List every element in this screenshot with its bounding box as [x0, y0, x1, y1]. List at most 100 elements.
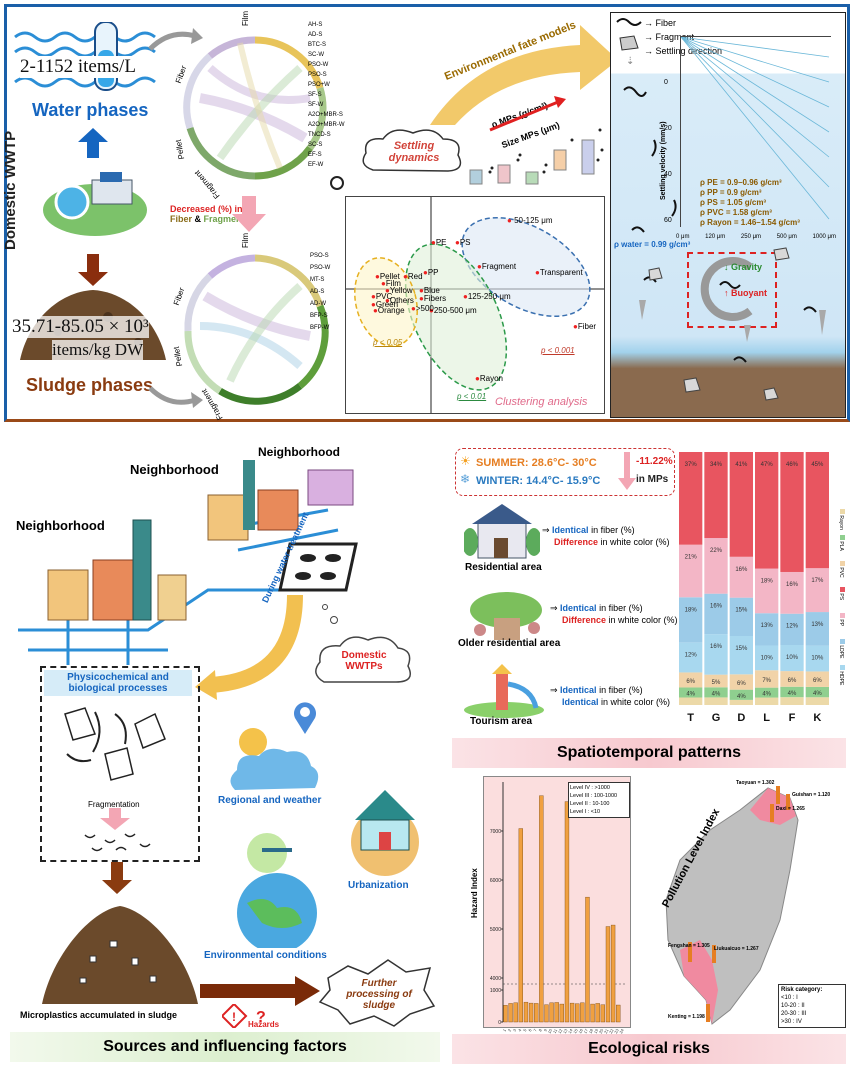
- stack-segment: [704, 538, 728, 594]
- hazard-bar: [605, 926, 611, 1023]
- wwtp-plant-icon: [43, 172, 147, 236]
- site-label: PSO-W: [308, 62, 329, 68]
- site-label: AH-S: [308, 22, 323, 28]
- cluster-label: Transparent: [539, 268, 583, 277]
- gravity-text: Gravity: [731, 262, 763, 272]
- stack-category-label: T: [687, 712, 694, 724]
- cluster-point: ●Fiber: [573, 322, 597, 331]
- stack-data-label: 4%: [686, 691, 695, 697]
- winter-text: WINTER: 14.4°C- 15.9°C: [476, 475, 601, 487]
- city-label: Taoyuan = 1.302: [736, 780, 775, 786]
- hazard-bar: [549, 1002, 554, 1023]
- cluster-labels: ● 50-125 μm ●PE ●PS ●PP ●Fragment ●Trans…: [345, 196, 603, 412]
- hazard-bar: [610, 924, 616, 1023]
- stack-segment: [780, 645, 804, 672]
- stack-segment: [729, 674, 753, 690]
- stack-legend: Rayon PLA PVC PS PP LDPE HDPE: [832, 505, 850, 687]
- hazard-category-label: 16: [577, 1027, 584, 1034]
- stack-segment: [755, 645, 779, 671]
- legend-fiber: Fiber: [655, 18, 677, 28]
- down-pink-arrow-icon: [232, 196, 266, 232]
- neighborhood-label-2: Neighborhood: [130, 462, 219, 477]
- xtick: 120 μm: [705, 234, 726, 240]
- site-label: EF-W: [308, 162, 324, 168]
- polymer-stacked-chart: 4%6%12%18%21%37%T4%5%16%16%22%34%G4%6%15…: [679, 452, 829, 724]
- risk-title: Risk category:: [781, 987, 823, 993]
- hazard-ytick: 4000: [490, 976, 501, 982]
- stack-data-label: 12%: [786, 624, 799, 630]
- stack-segment: [805, 452, 829, 569]
- hazard-ytick: 6000: [490, 878, 501, 884]
- microplastic-shapes: [64, 707, 166, 781]
- svg-text:?: ?: [256, 1009, 266, 1026]
- svg-text:!: !: [232, 1010, 236, 1024]
- settling-panel: [610, 12, 846, 418]
- bubble-icon: [330, 176, 344, 190]
- urbanization-icon: [351, 790, 419, 876]
- stack-segment: [780, 452, 804, 572]
- legend-row: Level II : 10-100: [570, 801, 610, 807]
- xtick: 250 μm: [740, 234, 762, 240]
- comparison-text: in white color (%): [598, 697, 671, 707]
- cluster-point: ●250-500 μm: [429, 306, 477, 315]
- site-label: PSO+W: [308, 82, 330, 88]
- cluster-point: ●Others: [385, 296, 414, 305]
- stack-data-label: 15%: [735, 646, 748, 652]
- sludge-concentration-line2: items/kg DW: [52, 340, 144, 360]
- cluster-point: ●125-250 μm: [463, 292, 511, 301]
- hazard-bar: [559, 1003, 564, 1023]
- neighborhood-illustration: [18, 460, 354, 665]
- area-name: Older residential area: [458, 638, 561, 649]
- legend-item: Rayon: [828, 509, 854, 530]
- stack-segment: [755, 613, 779, 646]
- hazard-category-label: 2: [507, 1027, 513, 1032]
- chord-diagram-water: [183, 36, 327, 180]
- site-label: AD-S: [308, 32, 323, 38]
- stack-data-label: 4%: [788, 691, 797, 697]
- hazard-ytick: 0: [498, 1020, 501, 1026]
- city-label: Daxi = 1.265: [776, 806, 805, 812]
- hazard-category-label: 17: [582, 1027, 589, 1034]
- cluster-point: ●Transparent: [535, 268, 583, 277]
- hazard-category-label: 15: [572, 1027, 579, 1034]
- p-value-label: p < 0.01: [457, 392, 487, 401]
- cluster-label: Green: [375, 300, 399, 309]
- legend-icons: ⇣: [616, 18, 642, 67]
- cluster-svg: [346, 197, 604, 413]
- cluster-label: Red: [407, 272, 423, 281]
- curved-arrow-icon: [148, 386, 203, 408]
- cluster-point: ●Red: [403, 272, 423, 281]
- cluster-label: 50-125 μm: [514, 216, 553, 225]
- circular-arrow-icon: [700, 257, 753, 321]
- legend-item: PS: [828, 587, 854, 605]
- stack-segment: [704, 593, 728, 635]
- neighborhood-label-1: Neighborhood: [258, 445, 340, 459]
- sun-icon: ☀: [460, 454, 471, 468]
- cluster-point: ●Pellet: [375, 272, 400, 281]
- site-label: TNCD-S: [308, 132, 331, 138]
- stack-segment: [704, 697, 728, 705]
- stack-segment: [679, 697, 703, 705]
- site-label: SF-S: [308, 92, 322, 98]
- chord-film-label-2: Film: [241, 232, 251, 249]
- red-arrow-icon: [489, 96, 566, 132]
- cluster-point: ●Rayon: [475, 374, 503, 383]
- area-comparison: ⇒ Identical in fiber (%) Difference in w…: [542, 525, 670, 547]
- change-value: -11.22%: [636, 456, 673, 467]
- cluster-label: Blue: [423, 286, 440, 295]
- stack-category-label: L: [763, 712, 770, 724]
- hazard-bar: [528, 1002, 534, 1023]
- taiwan-map: [665, 786, 799, 1025]
- settling-legend: → Fiber → Fragment → Settling direction: [644, 18, 723, 56]
- ytick: 40: [664, 171, 672, 178]
- stack-data-label: 13%: [761, 623, 774, 629]
- cluster-label: Fiber: [577, 322, 597, 331]
- comparison-text: in fiber (%): [596, 603, 643, 613]
- hazard-ytick: 7000: [490, 829, 501, 835]
- hazard-bar: [600, 1004, 605, 1023]
- stack-segment: [780, 671, 804, 687]
- comparison-text: in white color (%): [598, 537, 670, 547]
- curved-yellow-arrow: [195, 594, 303, 700]
- site-label: PSO-S: [308, 72, 327, 78]
